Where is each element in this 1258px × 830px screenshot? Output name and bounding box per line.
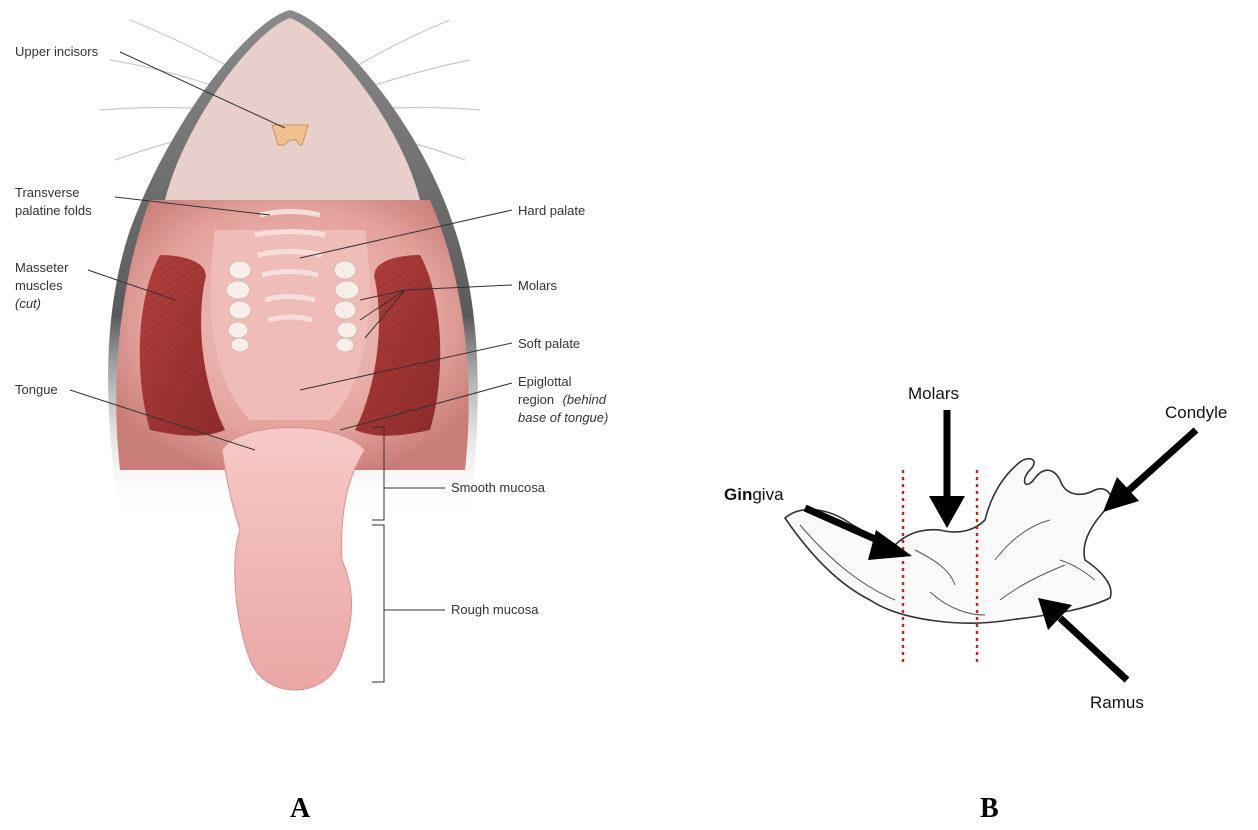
panel-letter-a: A — [290, 793, 310, 825]
label-epiglottal-line1: Epiglottal — [518, 374, 572, 389]
label-tongue: Tongue — [15, 382, 58, 397]
label-molars-a: Molars — [518, 278, 558, 293]
label-gingiva: Gingiva — [724, 485, 784, 504]
label-hard-palate: Hard palate — [518, 203, 585, 218]
label-soft-palate: Soft palate — [518, 336, 580, 351]
label-epiglottal-line2: region (behind — [518, 391, 607, 408]
label-transverse-line1: Transverse — [15, 185, 80, 200]
label-condyle: Condyle — [1165, 403, 1227, 422]
tongue — [222, 428, 365, 691]
label-ramus: Ramus — [1090, 693, 1144, 712]
label-masseter-line3: (cut) — [15, 296, 41, 311]
panel-b-illustration: Molars Condyle Gingiva Ramus — [724, 384, 1227, 712]
label-masseter-line2: muscles — [15, 278, 63, 293]
label-masseter-line1: Masseter — [15, 260, 69, 275]
panel-letter-b: B — [980, 793, 999, 825]
label-transverse-line2: palatine folds — [15, 203, 92, 218]
label-upper-incisors: Upper incisors — [15, 44, 99, 59]
arrow-condyle — [1103, 430, 1196, 512]
label-rough-mucosa: Rough mucosa — [451, 602, 539, 617]
arrow-ramus — [1038, 598, 1127, 680]
label-epiglottal-line3: base of tongue) — [518, 410, 608, 425]
label-molars-b: Molars — [908, 384, 959, 403]
label-smooth-mucosa: Smooth mucosa — [451, 480, 546, 495]
arrow-molars — [929, 410, 965, 528]
panel-a-illustration: Upper incisors Transverse palatine folds… — [15, 10, 608, 690]
